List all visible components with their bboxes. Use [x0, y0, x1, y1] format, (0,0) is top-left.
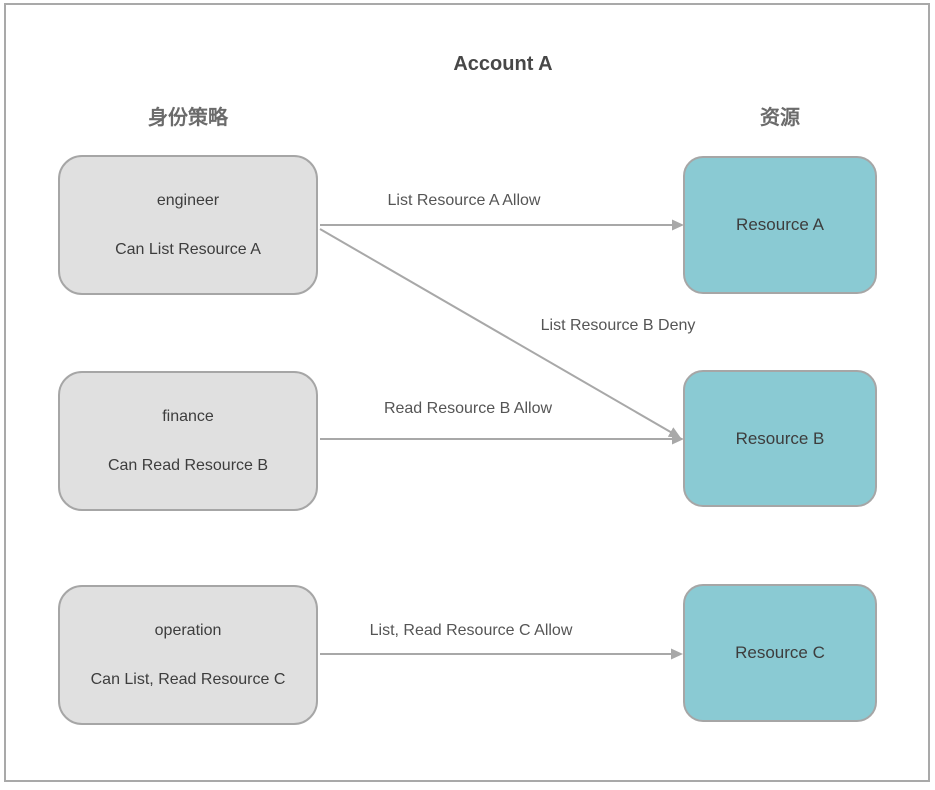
edge-label-list-resource-a-allow: List Resource A Allow	[387, 192, 541, 209]
edge-label-list-resource-b-deny: List Resource B Deny	[540, 317, 696, 334]
policy-capability: Can Read Resource B	[107, 456, 269, 474]
column-header-resources: 资源	[760, 107, 800, 129]
policy-name: operation	[154, 621, 222, 639]
diagram-title: Account A	[453, 53, 553, 75]
edge-label-read-resource-b-allow: Read Resource B Allow	[383, 400, 553, 417]
policy-node-operation: operation Can List, Read Resource C	[58, 585, 318, 725]
policy-capability: Can List, Read Resource C	[90, 670, 286, 688]
resource-name: Resource A	[736, 215, 824, 234]
resource-name: Resource C	[735, 643, 825, 662]
resource-node-a: Resource A	[683, 156, 877, 294]
resource-node-c: Resource C	[683, 584, 877, 722]
policy-name: finance	[162, 407, 214, 425]
policy-name: engineer	[156, 191, 220, 209]
column-header-identity-policies: 身份策略	[148, 107, 228, 129]
policy-node-engineer: engineer Can List Resource A	[58, 155, 318, 295]
policy-node-finance: finance Can Read Resource B	[58, 371, 318, 511]
edge-label-list-read-resource-c-allow: List, Read Resource C Allow	[369, 622, 573, 639]
policy-capability: Can List Resource A	[115, 240, 261, 258]
resource-node-b: Resource B	[683, 370, 877, 507]
resource-name: Resource B	[735, 428, 825, 448]
